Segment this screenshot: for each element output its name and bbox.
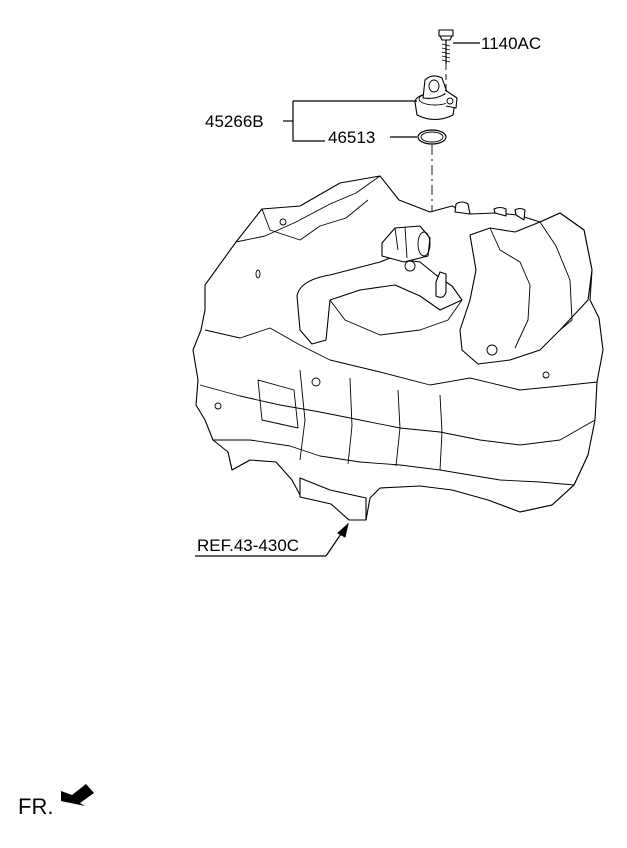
ref-label: REF.43-430C	[197, 536, 299, 555]
cap-assembly-45266b	[414, 75, 458, 121]
arrow-icon	[61, 784, 94, 806]
bolt-1140ac	[438, 29, 480, 64]
part-label-46513: 46513	[328, 128, 375, 147]
part-label-1140ac: 1140AC	[481, 34, 541, 53]
transmission-housing	[192, 175, 604, 521]
front-label: FR.	[18, 794, 53, 819]
oring-46513	[417, 129, 447, 145]
bracket-45266b	[292, 101, 325, 142]
part-label-45266b: 45266B	[205, 112, 264, 131]
